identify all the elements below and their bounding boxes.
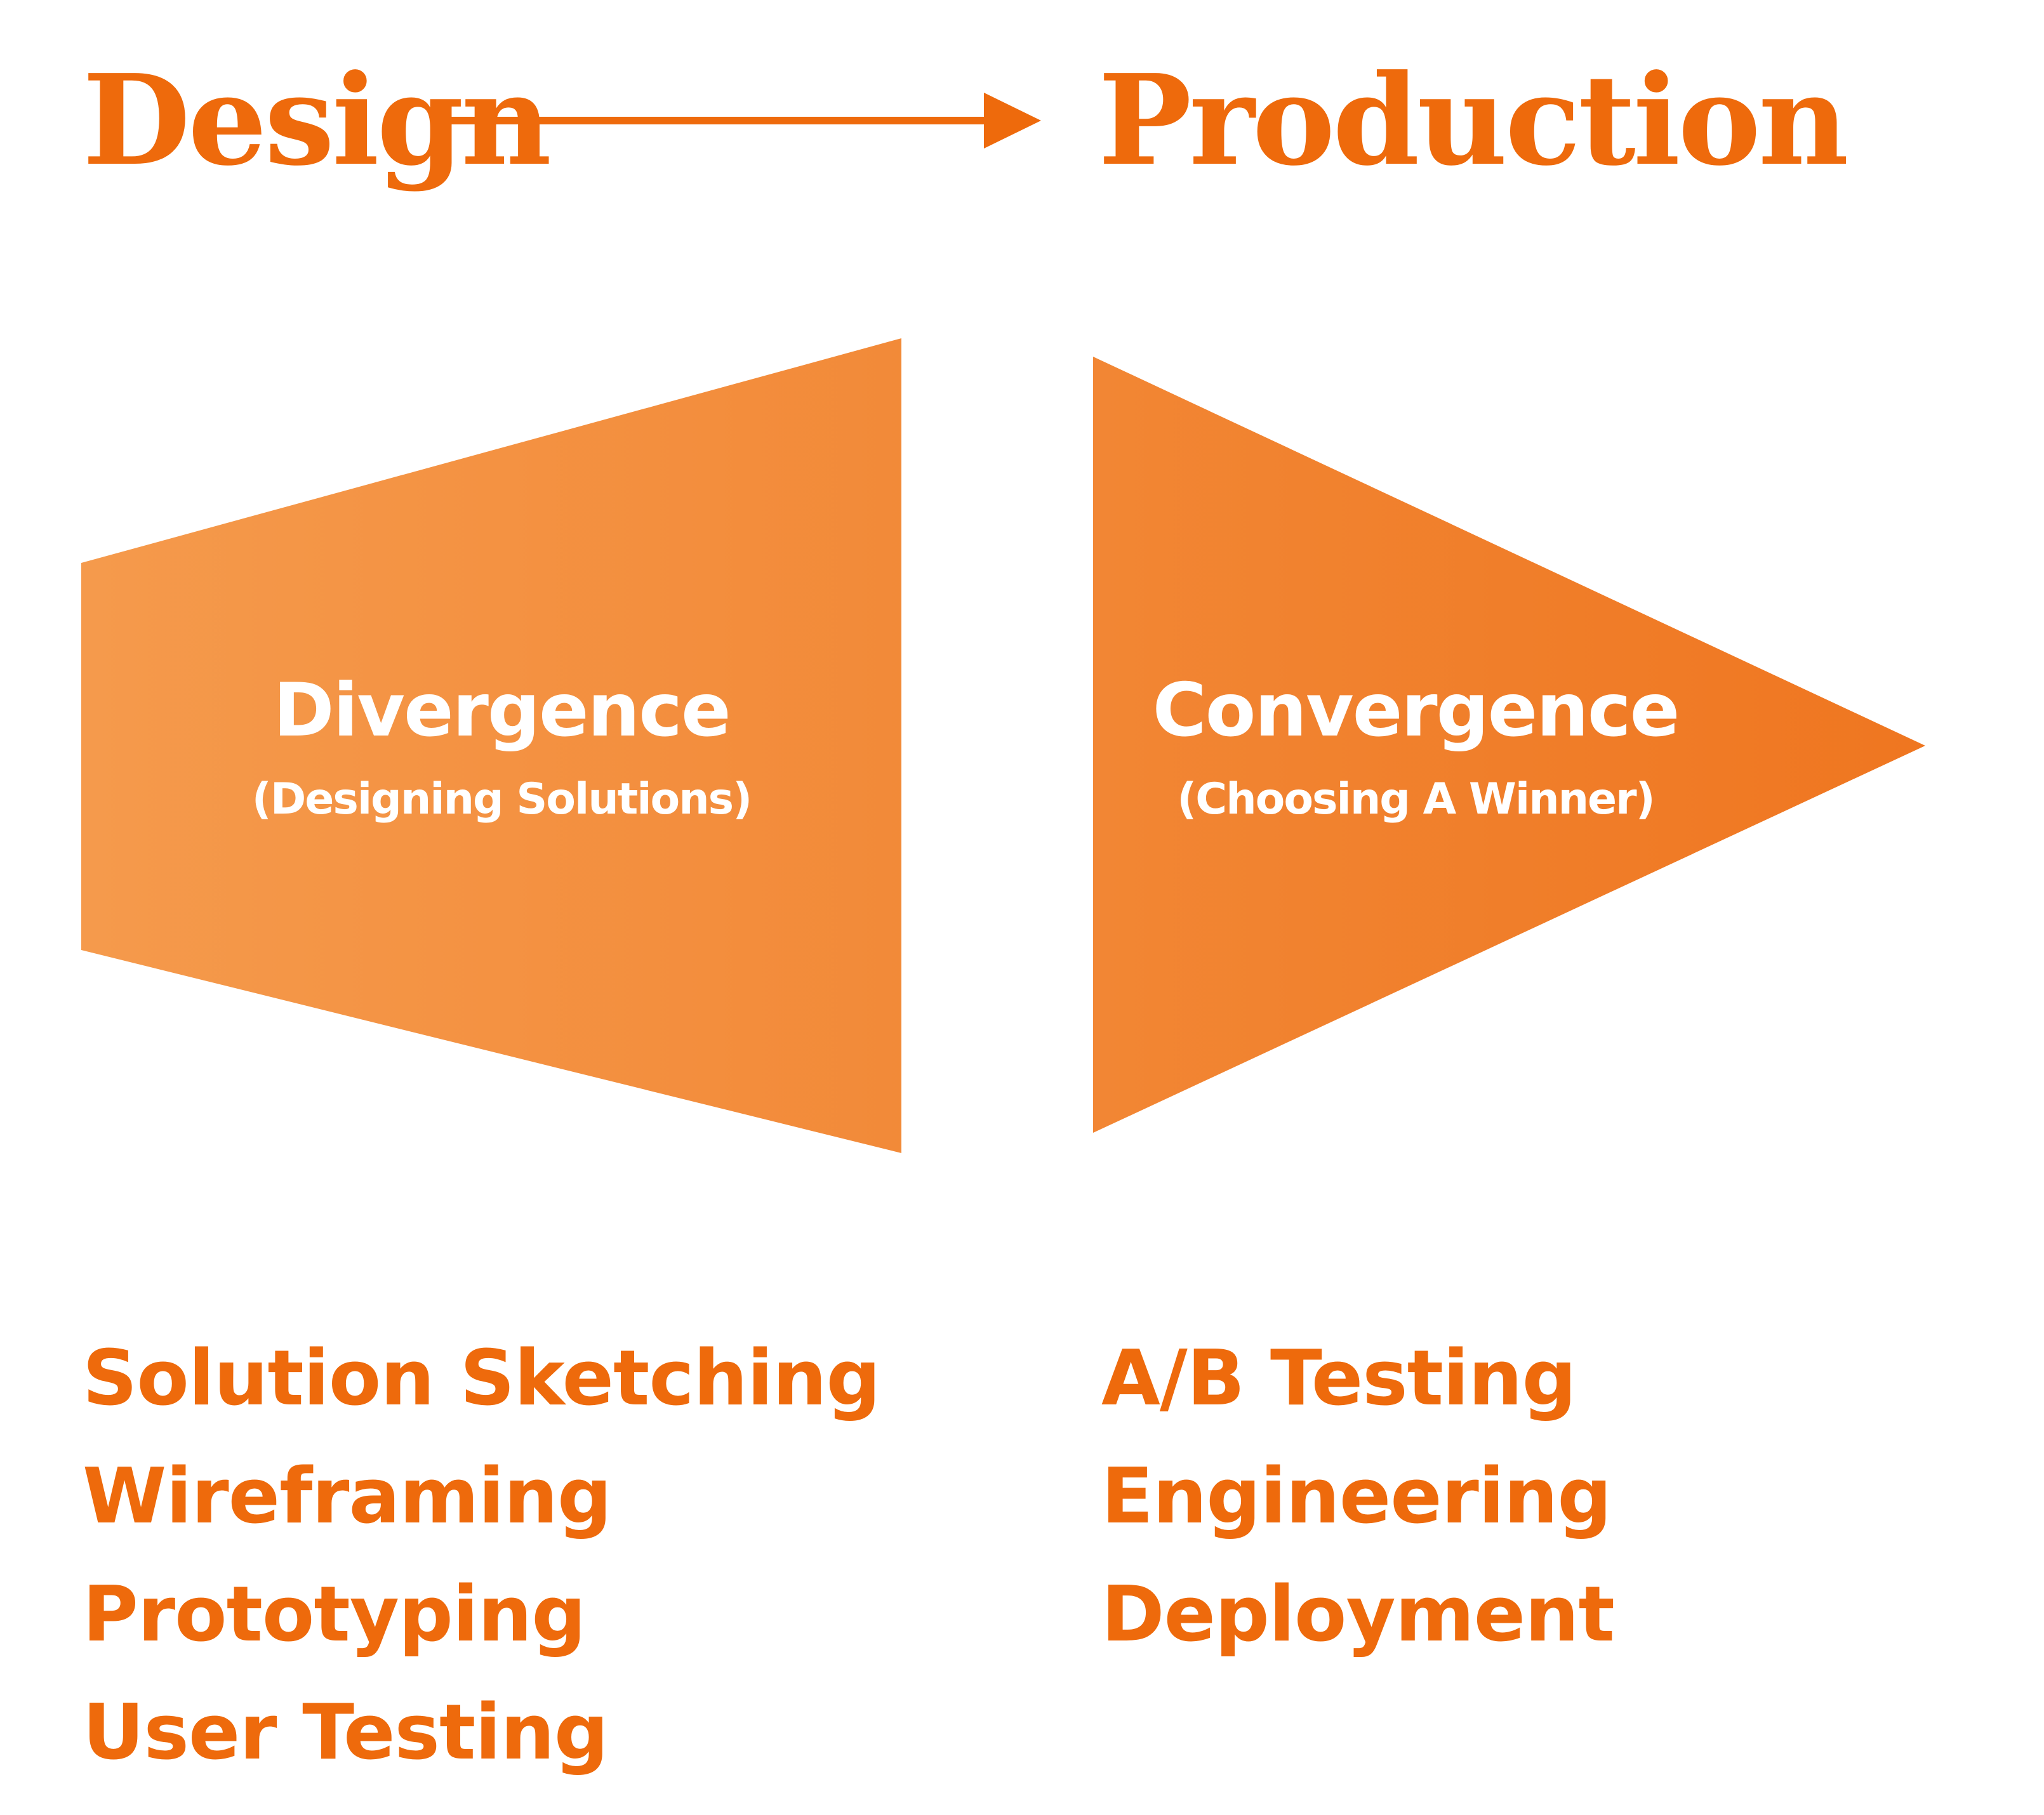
convergence-shape xyxy=(1093,357,1925,1133)
list-item: User Testing xyxy=(83,1689,609,1777)
convergence-subtitle: (Choosing A Winner) xyxy=(1177,774,1656,824)
list-item: Solution Sketching xyxy=(83,1335,880,1423)
list-item: Deployment xyxy=(1101,1571,1615,1659)
divergence-subtitle: (Designing Solutions) xyxy=(251,774,752,824)
convergence-title: Convergence xyxy=(1152,668,1680,753)
production-heading: Production xyxy=(1098,48,1848,194)
design-to-production-arrow-icon xyxy=(451,93,1041,148)
production-activities-list: A/B Testing Engineering Deployment xyxy=(1101,1320,1615,1674)
list-item: A/B Testing xyxy=(1101,1335,1576,1423)
list-item: Prototyping xyxy=(83,1571,586,1659)
divergence-shape xyxy=(81,338,901,1153)
list-item: Engineering xyxy=(1101,1453,1612,1541)
design-activities-list: Solution Sketching Wireframing Prototypi… xyxy=(83,1320,880,1792)
list-item: Wireframing xyxy=(83,1453,612,1541)
divergence-title: Divergence xyxy=(273,668,731,753)
